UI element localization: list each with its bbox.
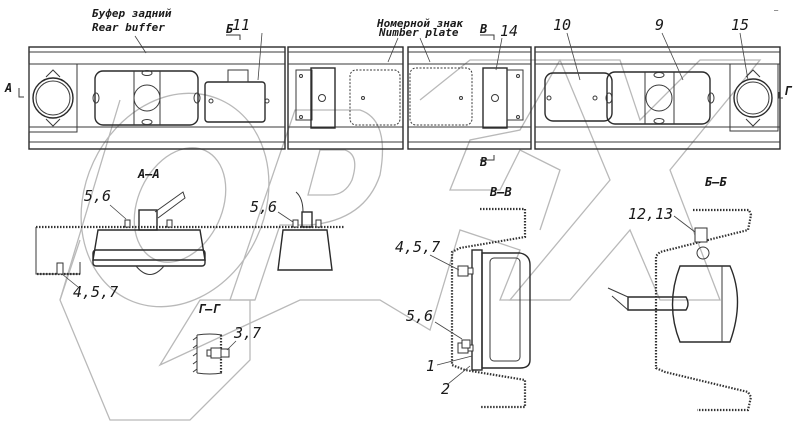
buffer-segment-left [28,46,286,150]
section-title-a-a: А–А [137,167,160,181]
section-mark-g-right: Г [784,84,793,98]
rear-buffer-title-en: Rear buffer [92,21,165,34]
callout-1: 1 [426,357,435,375]
callout-11: 11 [232,16,250,34]
section-g-g: Г–Г 3,7 [192,302,261,375]
section-title-g-g: Г–Г [198,302,221,316]
section-mark-b-top: Б [226,22,234,36]
top-view-rear-buffer: Буфер задний Rear buffer Номерной знак N… [4,7,793,169]
number-plate-title-ru: Номерной знак [376,17,463,30]
callout-5-6-c: 5,6 [406,307,433,325]
section-b-b: Б–Б 12,13 [607,175,753,412]
callout-4-5-7-b: 4,5,7 [395,238,440,256]
section-a-a: А–А 5,6 5,6 4,5,7 [35,167,345,301]
section-title-v-v: В–В [489,185,512,199]
section-v-v: В–В 4,5,7 5,6 1 2 [395,185,531,409]
callout-12-13: 12,13 [628,205,673,223]
rear-buffer-title-ru: Буфер задний [92,7,172,20]
section-mark-v-bottom: В [479,155,487,169]
section-title-b-b: Б–Б [705,175,727,189]
callout-10: 10 [553,16,571,34]
callout-5-6-a: 5,6 [84,187,111,205]
buffer-segment-right [534,46,781,150]
callout-2: 2 [441,380,450,398]
callout-15: 15 [731,16,749,34]
section-mark-v-top: В [479,22,487,36]
callout-9: 9 [655,16,664,34]
buffer-segment-plate-right [407,46,532,150]
callout-14: 14 [500,22,518,40]
section-mark-a-left: А [4,81,12,95]
buffer-segment-plate-left [287,46,404,150]
callout-3-7: 3,7 [233,324,261,342]
corner-mark: — [774,6,779,14]
number-plate-title-en: Number plate [378,26,459,39]
callout-4-5-7-a: 4,5,7 [73,283,118,301]
callout-5-6-b: 5,6 [250,198,277,216]
